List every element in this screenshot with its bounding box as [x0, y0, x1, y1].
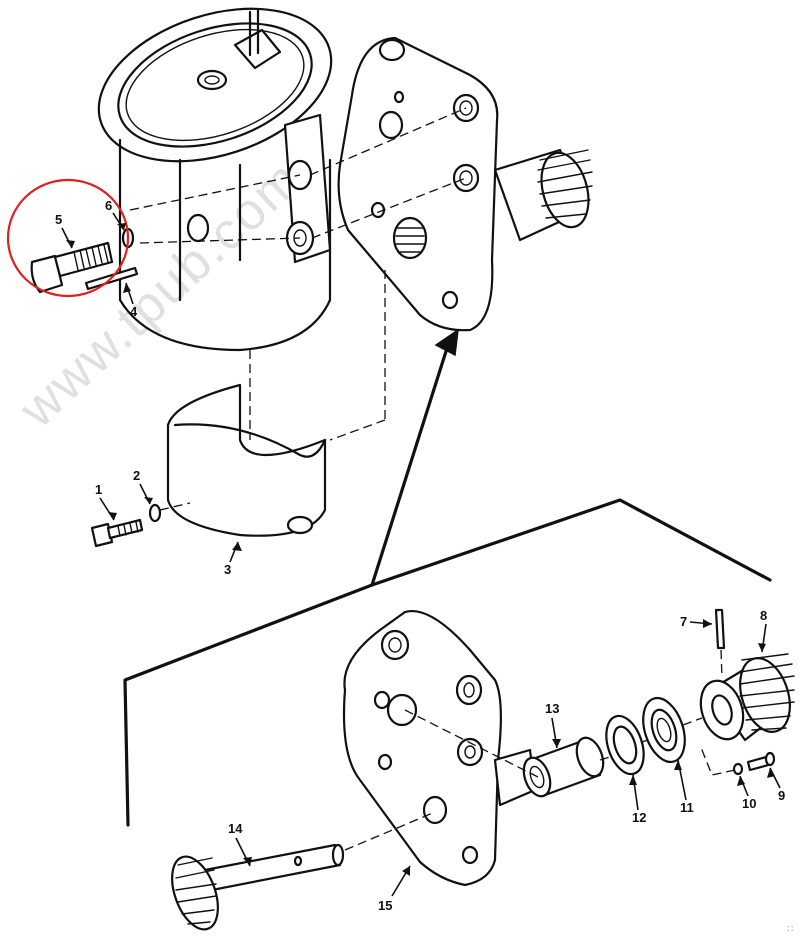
shaft-item-14: [171, 843, 345, 931]
retainer-item-11: [642, 696, 686, 764]
callout-6: 6: [105, 198, 112, 213]
callout-15: 15: [378, 898, 392, 913]
callout-13: 13: [545, 701, 559, 716]
pin-item-7: [714, 608, 726, 650]
callout-10: 10: [742, 796, 756, 811]
callout-3: 3: [224, 562, 231, 577]
callout-5: 5: [55, 212, 62, 227]
pump-housing: [97, 7, 333, 352]
bolt-item-5: [30, 241, 114, 294]
seal-item-12: [605, 714, 645, 776]
callout-1: 1: [95, 482, 102, 497]
washer-item-2: [148, 503, 162, 523]
bushing-item-13: [522, 736, 605, 798]
callout-4: 4: [130, 304, 138, 319]
callout-7: 7: [680, 614, 687, 629]
drive-gear-top: [493, 148, 593, 242]
highlight-circle: [6, 178, 130, 298]
callout-8: 8: [760, 608, 767, 623]
corner-mark: ∷: [787, 924, 793, 935]
screw-item-1: [90, 518, 144, 548]
drive-gear-item-8: [699, 653, 795, 742]
callout-9: 9: [778, 788, 785, 803]
detail-bracket: [123, 498, 772, 827]
washer-item-10: [732, 762, 744, 776]
callout-2: 2: [133, 468, 140, 483]
callout-14: 14: [228, 821, 243, 836]
callout-12: 12: [632, 810, 646, 825]
screw-item-9: [746, 751, 776, 772]
mounting-plate-item-15: [342, 610, 537, 887]
mounting-plate-top: [337, 36, 499, 332]
assembly-arrow: [370, 328, 459, 587]
retaining-strap: [166, 383, 327, 537]
callout-11: 11: [680, 800, 694, 815]
